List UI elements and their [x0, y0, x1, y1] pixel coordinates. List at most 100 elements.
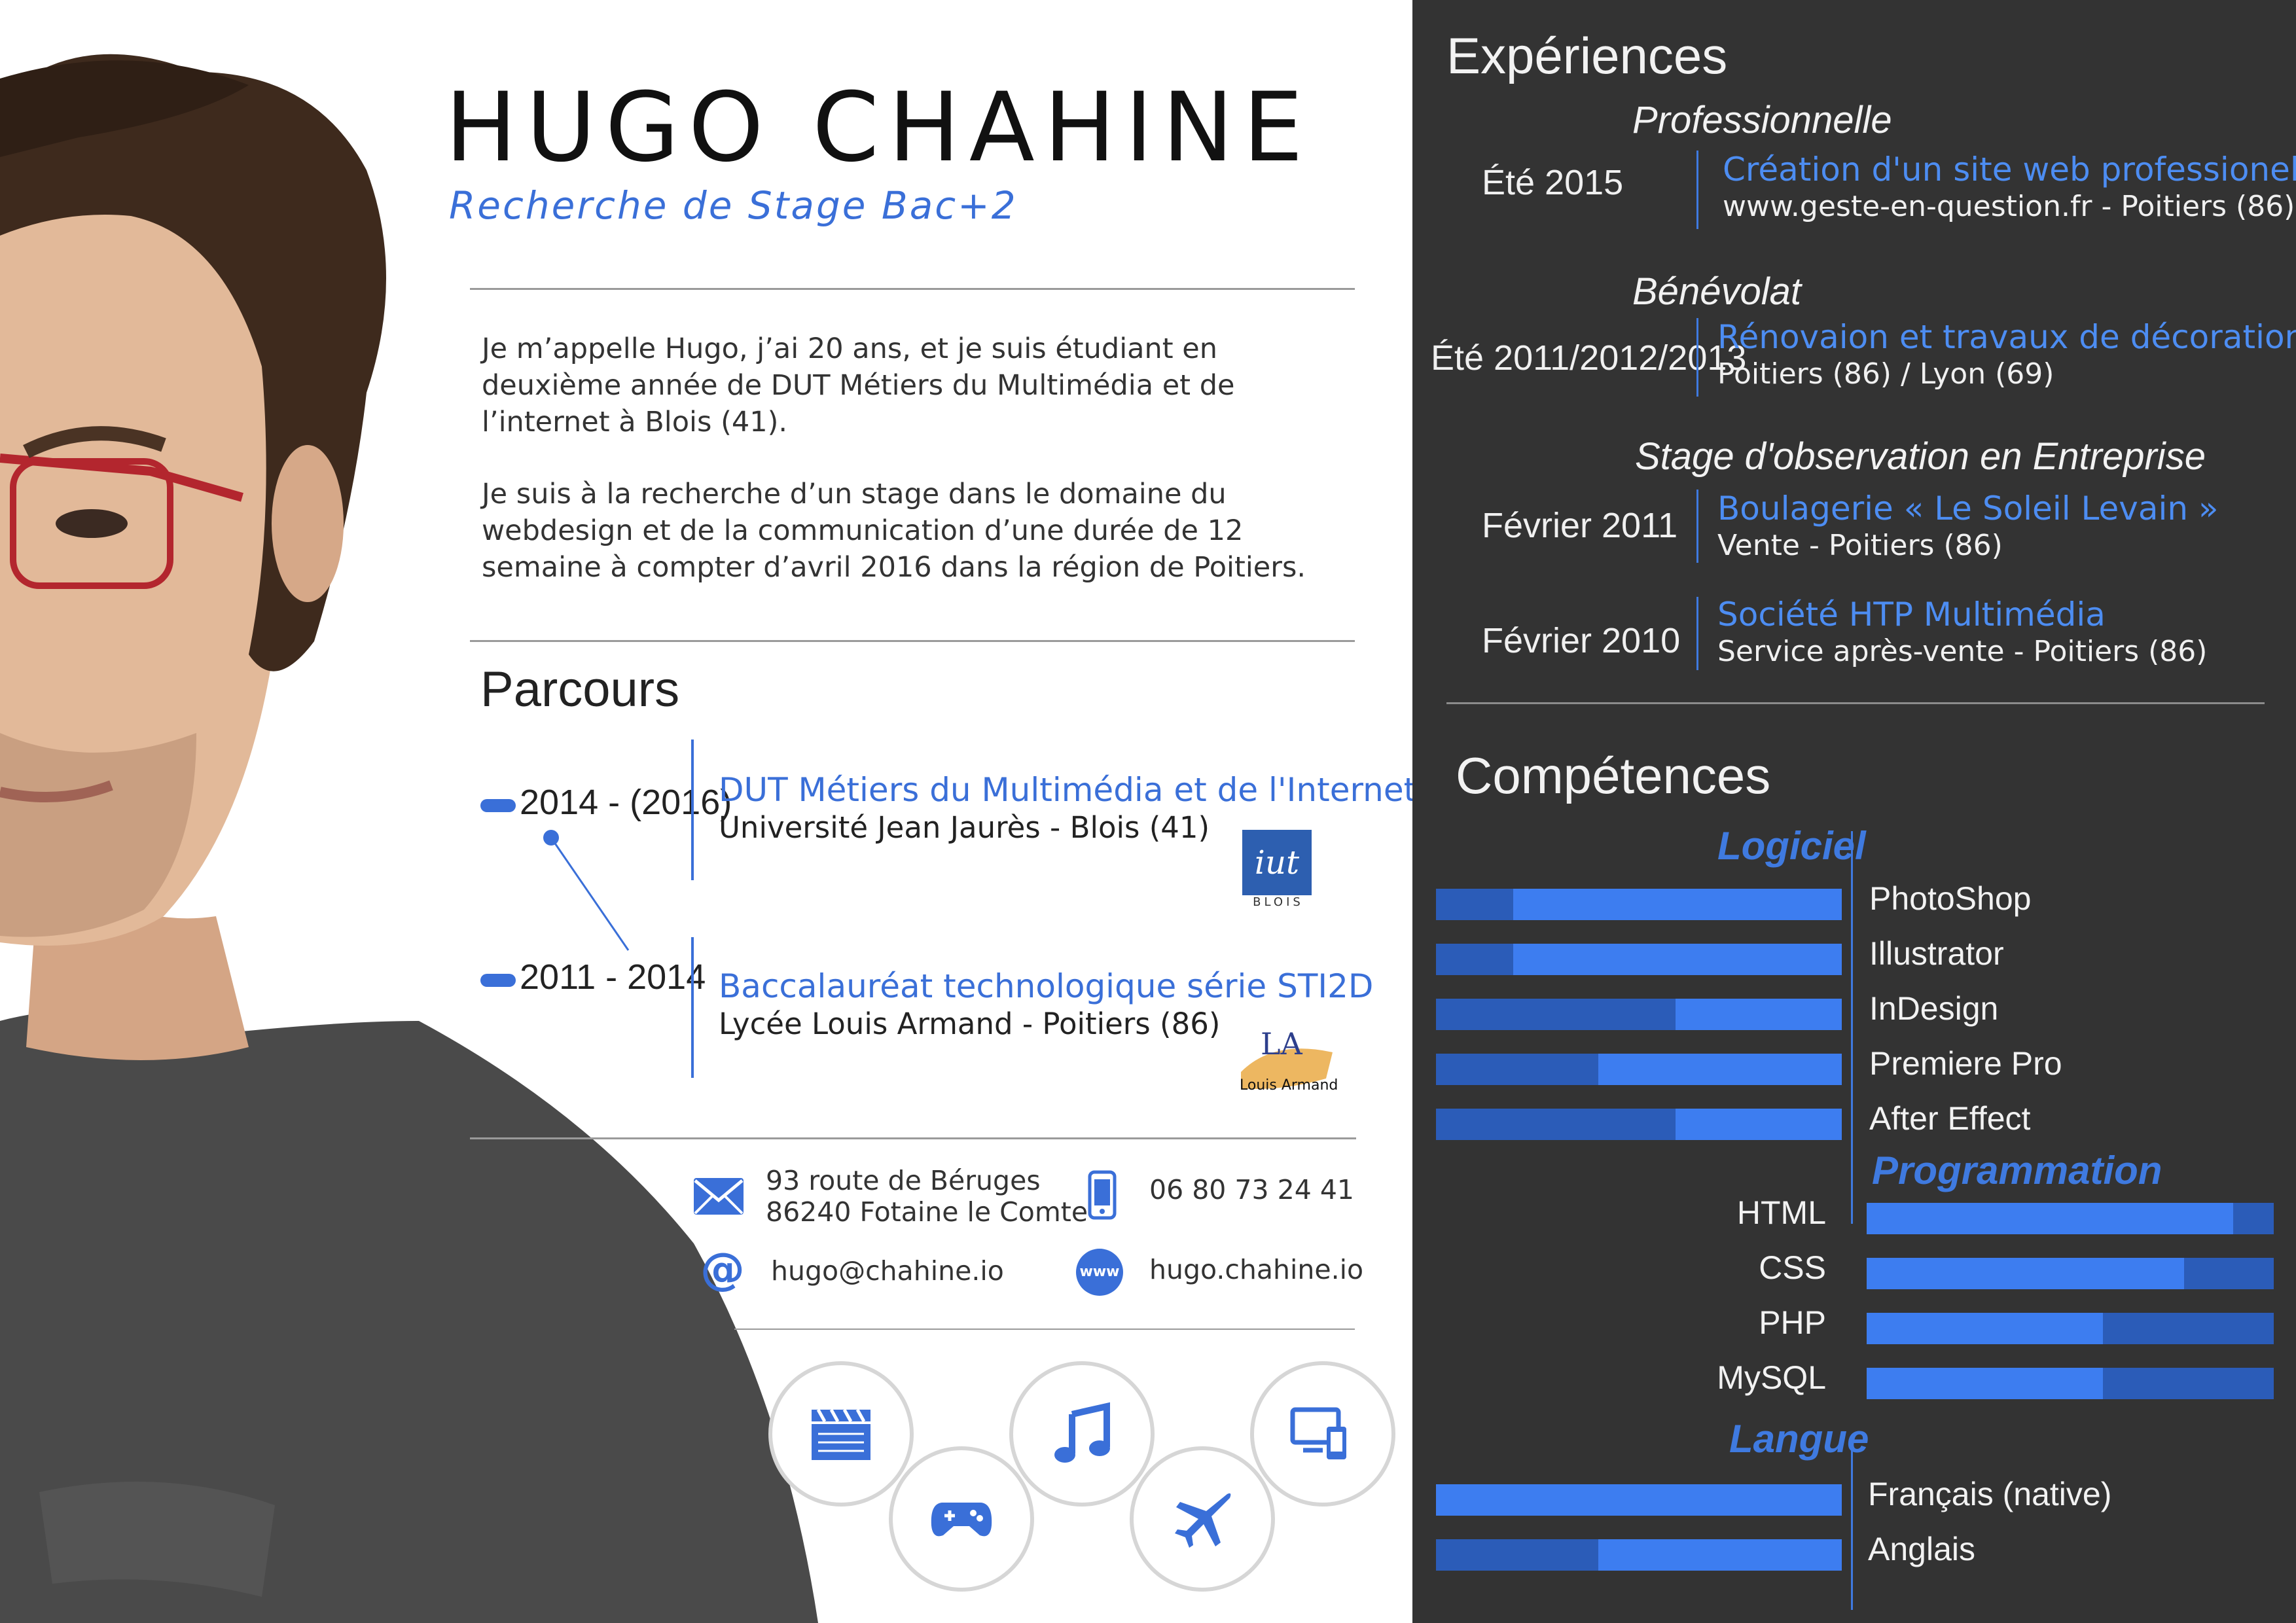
phone-number[interactable]: 06 80 73 24 41 — [1149, 1174, 1354, 1205]
skill-label: MySQL — [1717, 1359, 1826, 1396]
skill-label: Premiere Pro — [1869, 1045, 2062, 1082]
hobby-music — [1009, 1361, 1155, 1507]
skill-bar-fill — [1867, 1313, 2103, 1344]
section-title-parcours: Parcours — [480, 662, 680, 717]
experience-title: Rénovaion et travaux de décorations — [1717, 318, 2296, 356]
timeline-connector — [543, 830, 630, 951]
skill-bar — [1436, 999, 1842, 1030]
skill-bar — [1436, 1539, 1842, 1571]
clapperboard-icon — [812, 1408, 870, 1460]
experience-category: Bénévolat — [1632, 270, 1801, 313]
portrait-photo — [0, 54, 818, 1623]
iut-logo: iut BLOIS — [1242, 830, 1314, 921]
skill-bar-fill — [1675, 1109, 1842, 1140]
skill-bar-fill — [1598, 1054, 1842, 1085]
skill-bar — [1867, 1203, 2274, 1234]
skill-label: HTML — [1736, 1194, 1826, 1231]
section-title-competences: Compétences — [1456, 747, 1771, 804]
right-panel — [1412, 0, 2296, 1623]
skill-bar — [1436, 1054, 1842, 1085]
address: 93 route de Béruges 86240 Fotaine le Com… — [766, 1165, 1088, 1228]
skill-label: PHP — [1759, 1304, 1826, 1341]
skill-label: CSS — [1759, 1249, 1826, 1286]
divider — [1446, 702, 2265, 704]
email-link[interactable]: hugo@chahine.io — [771, 1255, 1004, 1287]
divider — [470, 1137, 1356, 1139]
devices-icon — [1290, 1407, 1346, 1459]
skill-bar — [1867, 1313, 2274, 1344]
hobby-cinema — [768, 1361, 914, 1507]
education-school: Lycée Louis Armand - Poitiers (86) — [719, 1007, 1221, 1041]
timeline-marker — [480, 974, 516, 987]
experience-date: Février 2010 — [1482, 621, 1681, 660]
experience-date: Février 2011 — [1482, 506, 1678, 545]
skill-label: After Effect — [1869, 1100, 2031, 1137]
skill-bar — [1867, 1258, 2274, 1289]
at-icon: @ — [700, 1243, 745, 1295]
divider — [734, 1329, 1355, 1330]
skill-label: InDesign — [1869, 990, 1999, 1027]
skills-separator — [1851, 831, 1853, 1224]
skill-label: Illustrator — [1869, 935, 2004, 972]
candidate-subtitle: Recherche de Stage Bac+2 — [449, 183, 1018, 228]
skill-bar — [1436, 1109, 1842, 1140]
intro-paragraph: Je m’appelle Hugo, j’ai 20 ans, et je su… — [482, 332, 1235, 438]
experience-date: Été 2011/2012/2013 — [1431, 338, 1747, 378]
education-title: Baccalauréat technologique série STI2D — [719, 967, 1374, 1005]
education-school: Université Jean Jaurès - Blois (41) — [719, 810, 1210, 845]
skill-bar — [1436, 1484, 1842, 1516]
skill-bar-fill — [1867, 1203, 2233, 1234]
timeline-line — [691, 740, 694, 880]
hobby-devices — [1250, 1361, 1395, 1507]
skill-bar-fill — [1513, 889, 1842, 920]
skill-bar-fill — [1675, 999, 1842, 1030]
skill-bar — [1436, 889, 1842, 920]
www-icon: www — [1076, 1249, 1123, 1296]
skills-separator — [1851, 1446, 1853, 1610]
section-title-experiences: Expériences — [1446, 27, 1728, 84]
hobby-gaming — [889, 1446, 1034, 1592]
experience-line — [1696, 151, 1698, 229]
experience-desc: Service après-vente - Poitiers (86) — [1717, 635, 2208, 668]
intro-paragraph: Je suis à la recherche d’un stage dans l… — [482, 478, 1306, 584]
divider — [470, 288, 1355, 290]
education-title: DUT Métiers du Multimédia et de l'Intern… — [719, 771, 1417, 809]
experience-line — [1696, 490, 1698, 563]
skill-label: Anglais — [1868, 1531, 1975, 1567]
divider — [470, 640, 1355, 642]
louis-armand-logo: LA Louis Armand — [1240, 1026, 1338, 1094]
skill-category-logiciel: Logiciel — [1717, 824, 1866, 868]
timeline-line — [691, 937, 694, 1078]
music-note-icon — [1054, 1402, 1110, 1463]
skill-label: Français (native) — [1868, 1476, 2112, 1512]
experience-category: Stage d'observation en Entreprise — [1635, 435, 2206, 478]
education-date: 2011 - 2014 — [520, 957, 706, 997]
candidate-name: HUGO CHAHINE — [445, 72, 1313, 183]
skill-category-langue: Langue — [1729, 1417, 1869, 1461]
skill-category-programmation: Programmation — [1872, 1149, 2162, 1192]
skill-bar-fill — [1598, 1539, 1842, 1571]
skill-bar — [1867, 1368, 2274, 1399]
skill-bar-fill — [1867, 1258, 2185, 1289]
experience-date: Été 2015 — [1482, 163, 1624, 202]
experience-title: Boulagerie « Le Soleil Levain » — [1717, 490, 2219, 527]
experience-category: Professionnelle — [1632, 99, 1892, 141]
phone-icon — [1088, 1170, 1117, 1220]
experience-title: Création d'un site web professionel — [1723, 151, 2296, 188]
mail-icon — [694, 1178, 744, 1215]
airplane-icon — [1175, 1493, 1231, 1548]
skill-bar — [1436, 944, 1842, 975]
experience-desc: Poitiers (86) / Lyon (69) — [1717, 357, 2054, 391]
skill-bar-fill — [1867, 1368, 2103, 1399]
skill-bar-fill — [1513, 944, 1842, 975]
experience-title: Société HTP Multimédia — [1717, 596, 2106, 633]
skill-bar-fill — [1436, 1484, 1842, 1516]
experience-line — [1696, 318, 1698, 397]
timeline-marker — [480, 799, 516, 812]
intro-text: Je m’appelle Hugo, j’ai 20 ans, et je su… — [482, 330, 1352, 621]
gamepad-icon — [931, 1503, 992, 1537]
website-link[interactable]: hugo.chahine.io — [1149, 1254, 1364, 1285]
experience-line — [1696, 597, 1698, 670]
skill-label: PhotoShop — [1869, 880, 2032, 917]
education-date: 2014 - (2016) — [520, 783, 732, 822]
